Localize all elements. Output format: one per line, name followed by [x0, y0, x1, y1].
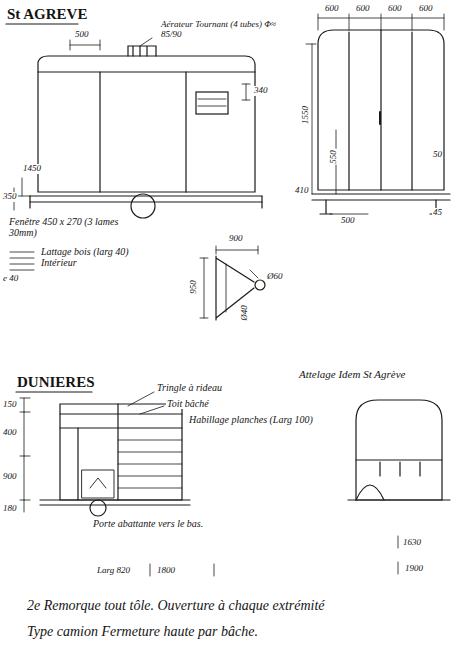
dimension-label: 1450	[22, 164, 42, 174]
note-text: Habillage planches (Larg 100)	[188, 414, 320, 425]
dimension-label: 900	[228, 234, 244, 244]
dimension-label: e 40	[2, 274, 19, 284]
note-text: Aérateur Tournant (4 tubes) Φ≈ 85/90	[160, 20, 282, 40]
dimension-label: 45	[432, 208, 443, 218]
dimension-label: Tringle à rideau	[156, 382, 223, 393]
dimension-label: Toit bâché	[166, 398, 210, 409]
underline	[16, 391, 92, 392]
drawbar	[200, 246, 265, 320]
dimension-label: 150	[2, 400, 18, 410]
note-text: Attelage Idem St Agrève	[298, 368, 460, 380]
dimension-label: 500	[340, 216, 356, 226]
dimension-label: 550	[329, 149, 339, 165]
section-heading: DUNIERES	[16, 374, 96, 391]
dimension-label: 400	[2, 428, 18, 438]
note-text: Porte abattante vers le bas.	[92, 518, 274, 529]
dimension-label: 410	[294, 186, 310, 196]
dimension-label: 340	[253, 86, 269, 96]
dimension-label: 600	[418, 4, 434, 14]
dimension-label: 600	[355, 4, 371, 14]
dimension-label: 350	[2, 192, 18, 202]
underline	[6, 23, 78, 24]
dimension-label: Larg 820	[96, 566, 131, 576]
dimension-label: 900	[2, 472, 18, 482]
note-text: Lattage bois (larg 40) Intérieur	[40, 246, 152, 268]
front-view	[306, 14, 450, 214]
dimension-label: 1550	[301, 105, 311, 125]
dunieres-front	[348, 400, 450, 500]
dimension-label: Ø40	[240, 304, 250, 322]
side-view	[14, 38, 262, 218]
dimension-label: 600	[324, 4, 340, 14]
lath-sample	[10, 252, 34, 270]
dimension-label: 50	[432, 150, 443, 160]
dimension-label: 1900	[404, 564, 424, 574]
dimension-label: 180	[2, 504, 18, 514]
dunieres-side	[20, 392, 190, 516]
dimension-label: Ø60	[266, 272, 284, 282]
roof-vent	[128, 46, 156, 56]
note-text: Type camion Fermeture haute par bâche.	[26, 624, 460, 639]
dimension-tick	[150, 536, 398, 576]
dimension-label: 1800	[156, 566, 176, 576]
dimension-label: 500	[74, 30, 90, 40]
dimension-label: 600	[387, 4, 403, 14]
dimension-label: 1630	[402, 538, 422, 548]
section-heading: St AGREVE	[6, 6, 88, 23]
note-text: Fenêtre 450 x 270 (3 lames 30mm)	[8, 216, 130, 238]
note-text: 2e Remorque tout tôle. Ouverture à chaqu…	[26, 598, 460, 613]
dimension-label: 950	[189, 279, 199, 295]
